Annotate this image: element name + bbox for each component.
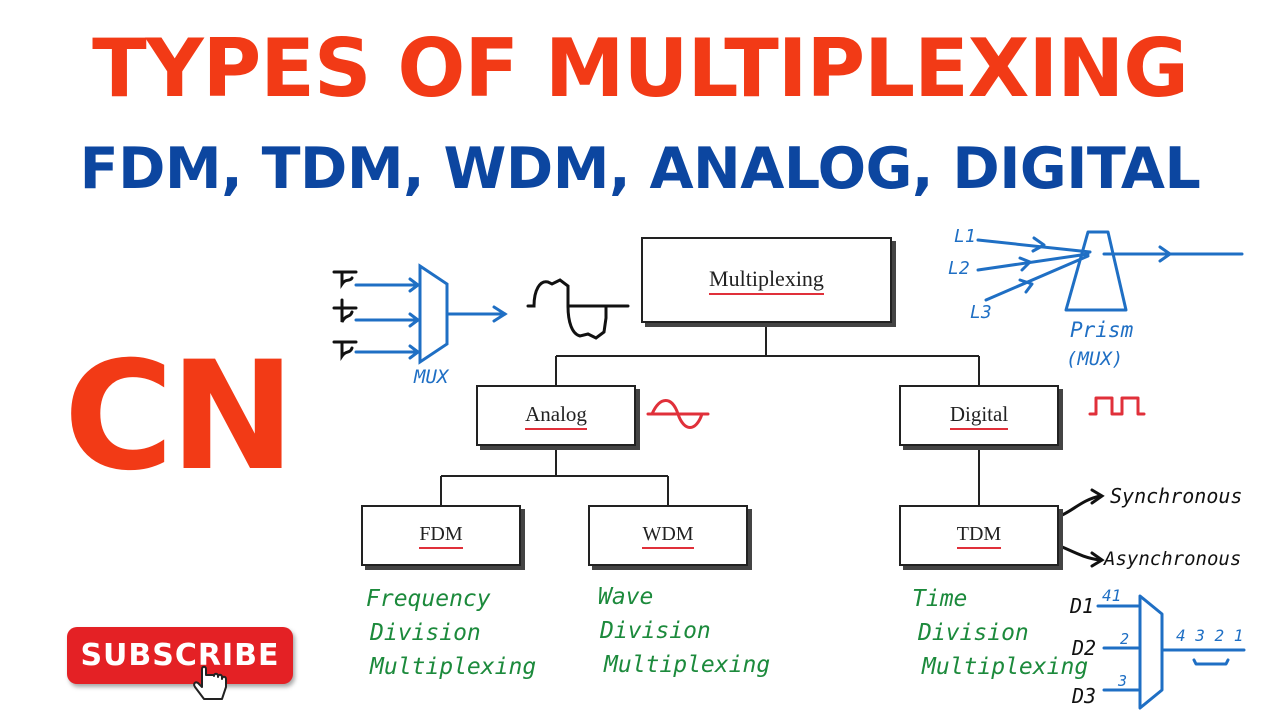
cn-label: CN: [63, 330, 296, 504]
node-multiplexing-label: Multiplexing: [709, 266, 824, 295]
node-fdm: FDM: [361, 505, 521, 566]
subscribe-label: SUBSCRIBE: [80, 638, 280, 673]
bits-in-label: 41: [1102, 586, 1122, 605]
prism-label: Prism: [1070, 318, 1134, 342]
tdm-note-line: Division: [918, 620, 1029, 646]
fdm-note: Frequency Division Multiplexing: [366, 582, 536, 684]
mux-label: MUX: [414, 366, 449, 388]
fdm-note-line: Frequency: [366, 586, 491, 612]
l3-label: L3: [970, 302, 992, 323]
digital-wave-sketch: [1088, 396, 1146, 416]
tdm-note-line: Time: [912, 586, 968, 612]
subscribe-button[interactable]: SUBSCRIBE: [67, 627, 293, 700]
node-wdm-label: WDM: [642, 523, 694, 549]
fdm-note-line: Multiplexing: [370, 654, 537, 680]
wdm-note-line: Multiplexing: [604, 652, 771, 678]
node-multiplexing: Multiplexing: [641, 237, 892, 323]
l2-label: L2: [948, 258, 970, 279]
bits-out-label: 4 3 2 1: [1176, 626, 1244, 645]
node-analog: Analog: [476, 385, 636, 446]
tdm-note: Time Division Multiplexing: [912, 582, 1088, 684]
tree-connectors: [440, 323, 980, 505]
mux-sketch: [354, 263, 508, 365]
node-digital-label: Digital: [949, 402, 1009, 430]
sync-label: Synchronous: [1110, 484, 1243, 508]
node-analog-label: Analog: [525, 402, 587, 430]
input-signal-sketches: [332, 270, 358, 361]
l1-label: L1: [954, 226, 976, 247]
tdm-branch-arrows: [1058, 488, 1105, 568]
tdm-note-line: Multiplexing: [922, 654, 1089, 680]
bits-3-label: 3: [1118, 672, 1128, 690]
wdm-note-line: Wave: [598, 584, 654, 610]
node-tdm-label: TDM: [956, 523, 1002, 549]
d1-label: D1: [1070, 594, 1095, 618]
d3-label: D3: [1072, 684, 1097, 708]
tdm-mux-sketch: [1096, 594, 1246, 710]
wdm-note: Wave Division Multiplexing: [598, 580, 770, 682]
prism-sketch: [976, 230, 1244, 312]
node-tdm: TDM: [899, 505, 1059, 566]
wdm-note-line: Division: [600, 618, 711, 644]
d2-label: D2: [1072, 636, 1097, 660]
node-fdm-label: FDM: [419, 523, 463, 549]
analog-wave-sketch: [646, 399, 710, 429]
prism-mux-label: (MUX): [1066, 348, 1124, 370]
main-title: TYPES OF MULTIPLEXING: [92, 22, 1189, 115]
fdm-note-line: Division: [370, 620, 481, 646]
bits-2-label: 2: [1120, 630, 1130, 648]
async-label: Asynchronous: [1104, 548, 1242, 570]
multiplexed-signal-sketch: [526, 278, 630, 340]
node-digital: Digital: [899, 385, 1059, 446]
node-wdm: WDM: [588, 505, 748, 566]
subtitle: FDM, TDM, WDM, ANALOG, DIGITAL: [79, 136, 1201, 202]
hand-cursor-icon: [193, 665, 227, 700]
